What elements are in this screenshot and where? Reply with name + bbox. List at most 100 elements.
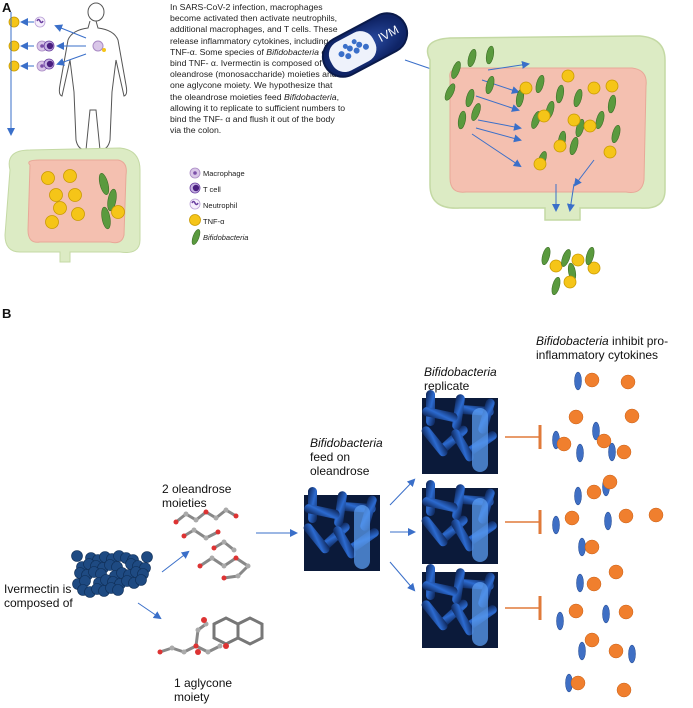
tnf-alpha-icon (571, 253, 585, 267)
bifidobacteria-icon (465, 88, 475, 108)
tnf-alpha-icon (533, 157, 547, 171)
arrow (475, 95, 520, 112)
bifidobacteria-icon (191, 229, 201, 245)
macrophage-icon (189, 167, 201, 179)
atom (233, 513, 239, 519)
atom (203, 535, 209, 541)
macrophage-icon (92, 40, 104, 52)
neutrophil-icon (189, 198, 201, 210)
tnf-alpha-icon (45, 215, 59, 229)
arrow-to-oleandrose (161, 550, 190, 573)
arrow (56, 53, 87, 66)
ivermectin-label: Ivermectin is composed of (4, 582, 73, 610)
legend-item-tnf-alpha: TNF-α (203, 217, 225, 226)
atom (191, 527, 197, 533)
atom (183, 511, 189, 517)
atom (157, 649, 163, 655)
atom (141, 551, 153, 563)
description-segment: , allowing it to replicate to sufficient… (170, 91, 346, 136)
tnf-alpha-icon (519, 81, 533, 95)
atom (221, 563, 227, 569)
tnf-alpha-icon (603, 145, 617, 159)
inhibit-label: Bifidobacteria inhibit pro-inflammatory … (536, 334, 669, 362)
tnf-alpha-icon (587, 81, 601, 95)
cytokine-icon (602, 474, 618, 490)
atom (135, 574, 147, 586)
bifidobacteria-icon (608, 442, 616, 462)
atom (217, 643, 223, 649)
arrow (475, 127, 522, 143)
tnf-alpha-icon (63, 169, 77, 183)
tnf-alpha-icon (41, 171, 55, 185)
oleandrose-label: 2 oleandrose moieties (162, 482, 232, 510)
description-segment: In SARS-CoV-2 infection, macrophages bec… (170, 2, 338, 57)
bifidobacteria-icon (541, 246, 551, 266)
cytokine-icon (584, 539, 600, 555)
arrow (477, 119, 522, 131)
legend-item-macrophage: Macrophage (203, 169, 245, 178)
tnf-alpha-icon (587, 261, 601, 275)
bifidobacteria-icon (607, 94, 617, 114)
t-cell-icon (189, 182, 201, 194)
ivermectin-molecule-icon (71, 550, 153, 598)
bacteria-images (303, 390, 498, 648)
description-paragraph: In SARS-CoV-2 infection, macrophages bec… (170, 2, 346, 136)
bifidobacteria-icon (551, 276, 561, 296)
legend-item-t-cell: T cell (203, 185, 221, 194)
bifidobacteria-icon (451, 61, 461, 79)
cytokine-cluster (552, 371, 664, 698)
atom (221, 539, 227, 545)
cytokine-icon (648, 507, 664, 523)
bifidobacteria-icon (592, 421, 600, 441)
cytokine-icon (616, 444, 632, 460)
bifidobacteria-icon (576, 573, 584, 593)
cytokine-icon (618, 604, 634, 620)
cytokine-icon (568, 603, 584, 619)
tnf-alpha-icon (111, 205, 125, 219)
cytokine-icon (568, 409, 584, 425)
bacteria-image (421, 564, 498, 648)
bifidobacteria-icon (457, 110, 467, 130)
arrow-to-replicate-1 (389, 478, 416, 506)
bifidobacteria-icon (471, 103, 481, 121)
t-cell-icon (43, 40, 55, 52)
large-colon-cells (444, 45, 621, 171)
tnf-alpha-icon (549, 259, 563, 273)
ring (212, 616, 240, 646)
atom (173, 519, 179, 525)
bifidobacteria-icon (611, 124, 621, 144)
bifidobacteria-icon (574, 371, 582, 391)
bifidobacteria-icon (628, 644, 636, 664)
atom (209, 555, 215, 561)
bifidobacteria-icon (561, 249, 571, 267)
bifidobacteria-icon (107, 188, 117, 212)
bifidobacteria-icon (574, 486, 582, 506)
cytokine-icon (596, 433, 612, 449)
atom (195, 627, 201, 633)
tnf-alpha-icon (537, 109, 551, 123)
bacteria-image (421, 480, 498, 564)
cytokine-icon (618, 508, 634, 524)
arrow (54, 24, 87, 39)
bifidobacteria-icon (552, 515, 560, 535)
legend-icons (189, 167, 201, 245)
large-colon (426, 35, 666, 221)
bifidobacteria-icon (578, 641, 586, 661)
atom (193, 517, 199, 523)
bifidobacteria-icon (535, 74, 545, 94)
atom (231, 547, 237, 553)
bifidobacteria-icon (595, 110, 605, 130)
atom (233, 555, 239, 561)
atom (181, 533, 187, 539)
cytokine-icon (586, 576, 602, 592)
atom (203, 509, 209, 515)
small-colon-cells (41, 169, 125, 230)
legend-item-neutrophil: Neutrophil (203, 201, 238, 210)
atom (193, 643, 199, 649)
legend-item-bifidobacteria: Bifidobacteria (203, 233, 249, 242)
atom (195, 649, 201, 655)
tnf-alpha-icon (553, 139, 567, 153)
